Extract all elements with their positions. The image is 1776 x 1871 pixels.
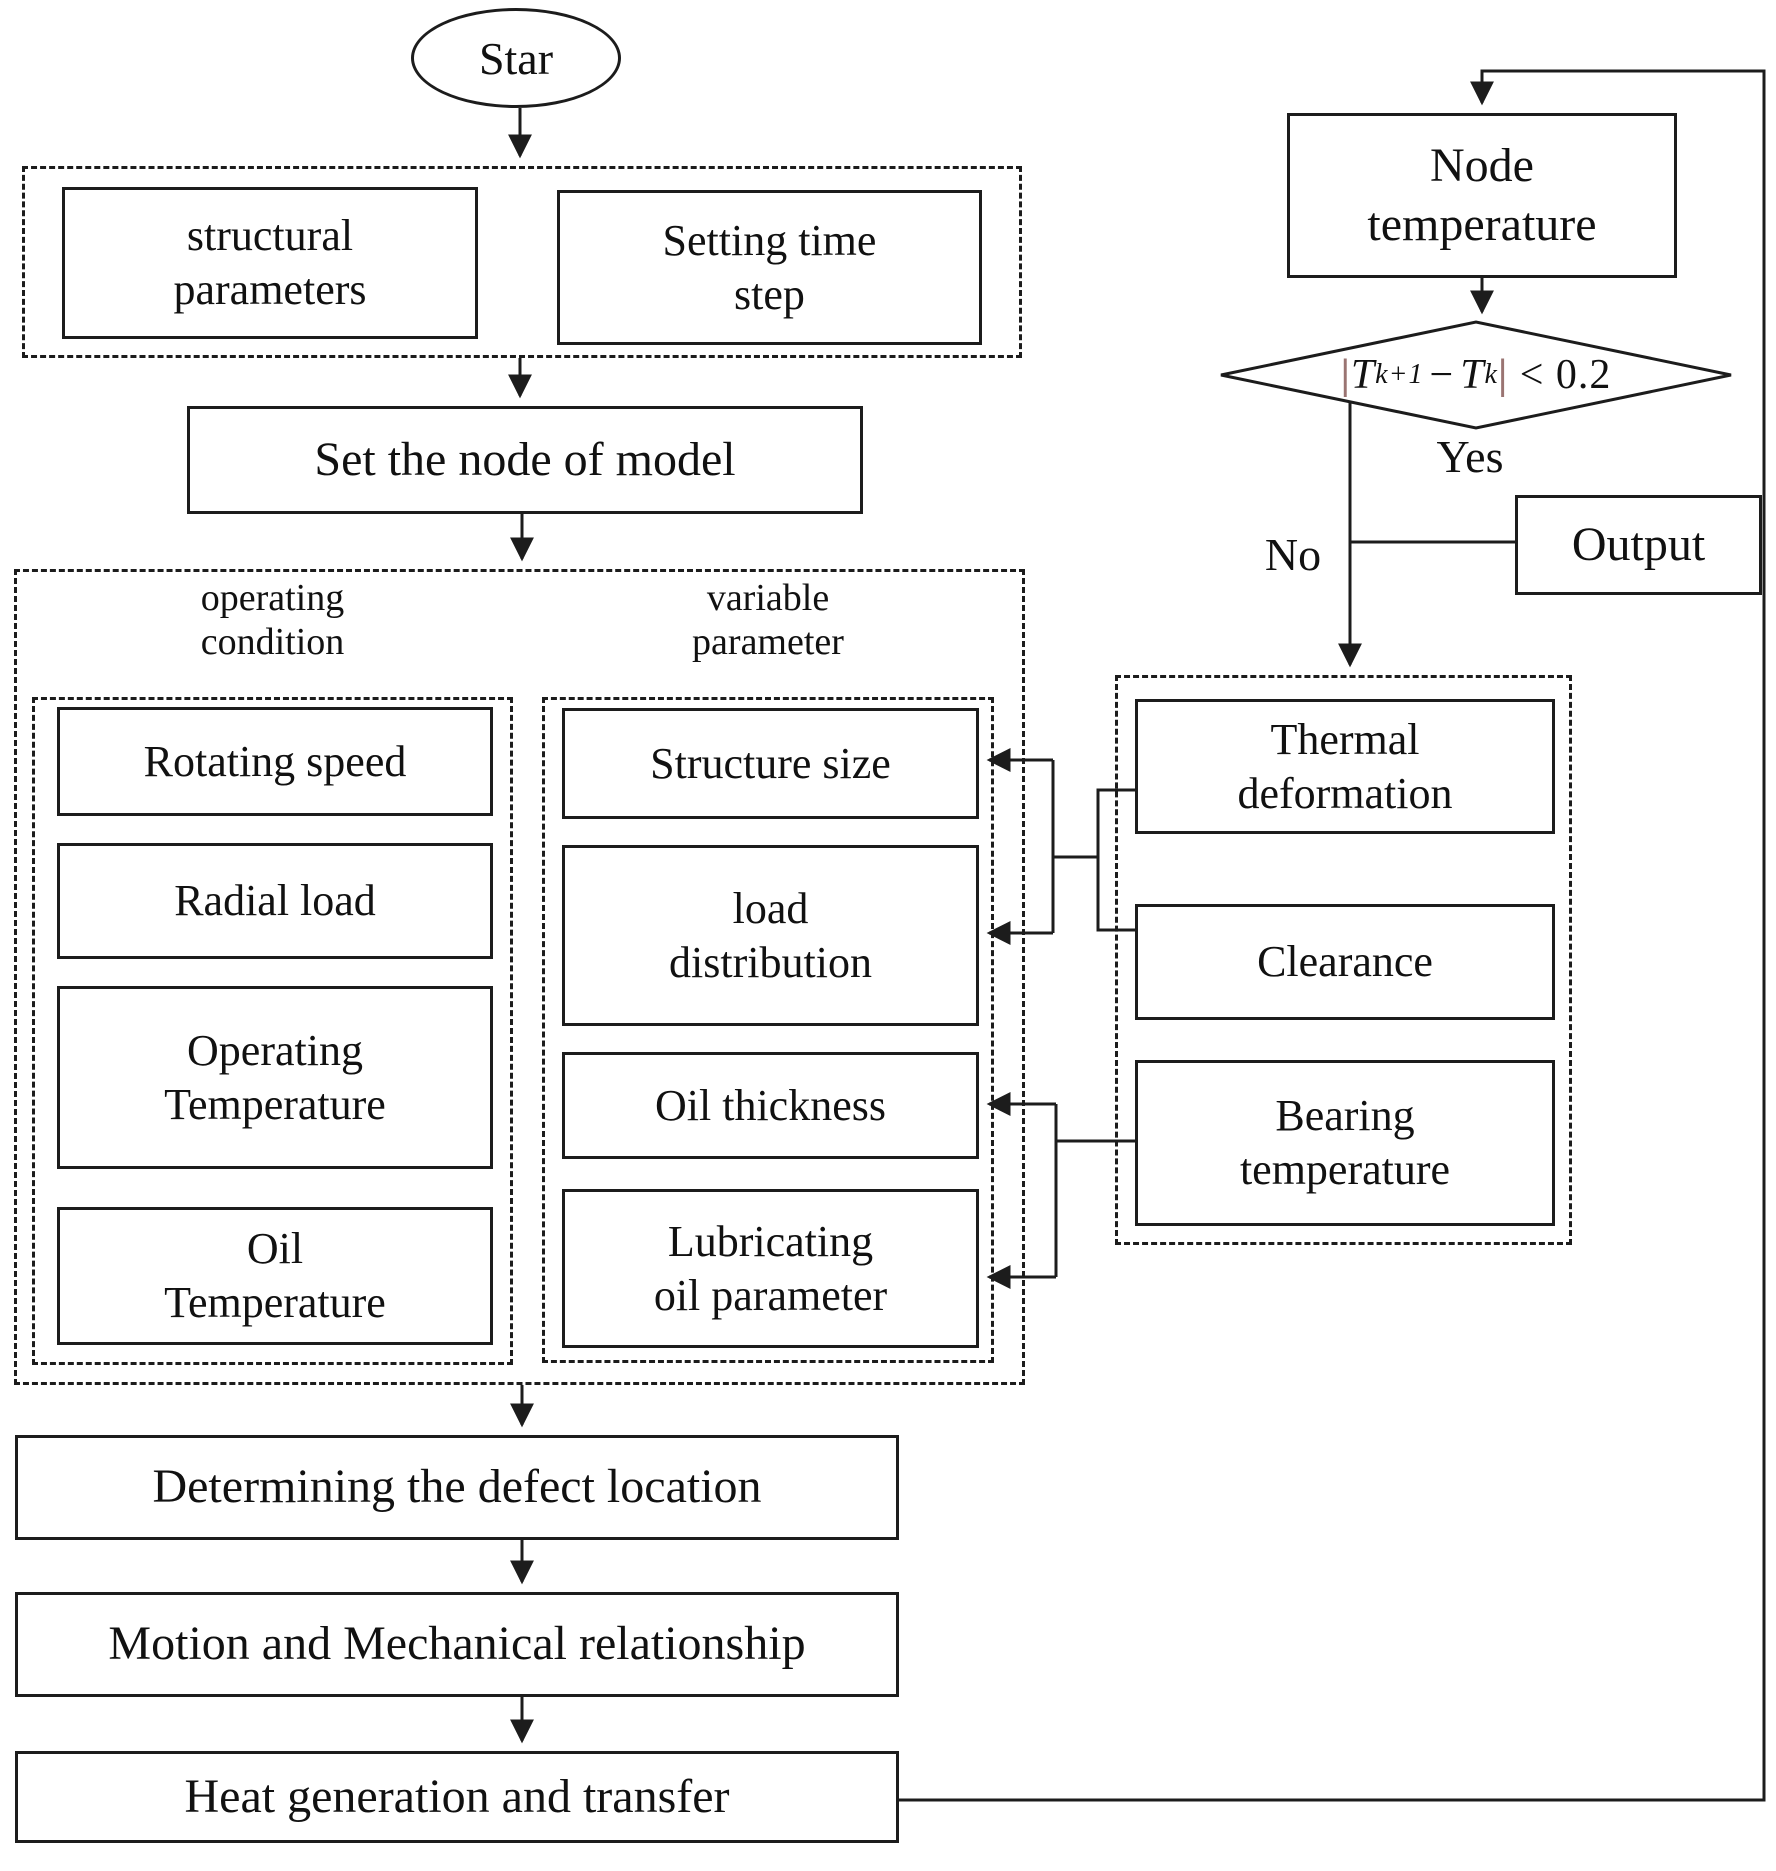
set-node-of-model-label: Set the node of model — [314, 432, 736, 486]
lubricating-oil-parameter-box: Lubricating oil parameter — [562, 1189, 979, 1348]
setting-time-step-label: Setting time step — [662, 215, 877, 319]
decision-minus: − — [1429, 352, 1455, 398]
motion-mechanical-relationship-box: Motion and Mechanical relationship — [15, 1592, 899, 1697]
decision-comparison: < 0.2 — [1519, 352, 1612, 398]
structural-parameters-label: structural parameters — [173, 211, 367, 314]
radial-load-label: Radial load — [174, 876, 376, 926]
radial-load-box: Radial load — [57, 843, 493, 959]
structure-size-label: Structure size — [650, 738, 891, 788]
thermal-deformation-box: Thermal deformation — [1135, 699, 1555, 834]
determining-defect-location-box: Determining the defect location — [15, 1435, 899, 1540]
rotating-speed-box: Rotating speed — [57, 707, 493, 816]
clearance-box: Clearance — [1135, 904, 1555, 1020]
setting-time-step-box: Setting time step — [557, 190, 982, 345]
oil-temperature-box: Oil Temperature — [57, 1207, 493, 1345]
variable-parameter-label: variable parameter — [692, 577, 844, 663]
load-distribution-label: load distribution — [669, 883, 872, 987]
load-distribution-box: load distribution — [562, 845, 979, 1026]
set-node-of-model-box: Set the node of model — [187, 406, 863, 514]
oil-thickness-box: Oil thickness — [562, 1052, 979, 1159]
thermal-deformation-label: Thermal deformation — [1237, 714, 1453, 818]
operating-temperature-label: Operating Temperature — [164, 1025, 386, 1129]
start-label: Star — [478, 32, 554, 84]
lubricating-oil-parameter-label: Lubricating oil parameter — [653, 1216, 888, 1320]
clearance-label: Clearance — [1257, 937, 1433, 987]
abs-bar-right: | — [1497, 352, 1509, 398]
heat-generation-transfer-box: Heat generation and transfer — [15, 1751, 899, 1843]
node-temperature-label: Node temperature — [1367, 138, 1597, 251]
motion-mechanical-relationship-label: Motion and Mechanical relationship — [108, 1617, 806, 1671]
start-terminator: Star — [411, 8, 621, 108]
operating-condition-label: operating condition — [200, 577, 345, 663]
decision-sub1: k+1 — [1375, 359, 1424, 390]
operating-temperature-box: Operating Temperature — [57, 986, 493, 1169]
bearing-temperature-box: Bearing temperature — [1135, 1060, 1555, 1226]
output-label: Output — [1571, 517, 1706, 571]
bearing-temperature-label: Bearing temperature — [1239, 1091, 1451, 1194]
operating-condition-dashed-box — [32, 697, 513, 1365]
oil-thickness-label: Oil thickness — [655, 1080, 886, 1130]
determining-defect-location-label: Determining the defect location — [152, 1460, 762, 1514]
decision-t1: T — [1350, 352, 1376, 398]
abs-bar-left: | — [1340, 352, 1351, 398]
oil-temperature-label: Oil Temperature — [164, 1224, 386, 1327]
structure-size-box: Structure size — [562, 708, 979, 819]
yes-branch-label: Yes — [1436, 431, 1504, 482]
rotating-speed-label: Rotating speed — [143, 736, 407, 786]
node-temperature-box: Node temperature — [1287, 113, 1677, 278]
decision-t2: T — [1460, 352, 1485, 398]
output-box: Output — [1515, 495, 1762, 595]
heat-generation-transfer-label: Heat generation and transfer — [184, 1769, 730, 1823]
decision-sub2: k — [1484, 359, 1498, 390]
structural-parameters-box: structural parameters — [62, 187, 478, 339]
no-branch-label: No — [1264, 529, 1322, 580]
